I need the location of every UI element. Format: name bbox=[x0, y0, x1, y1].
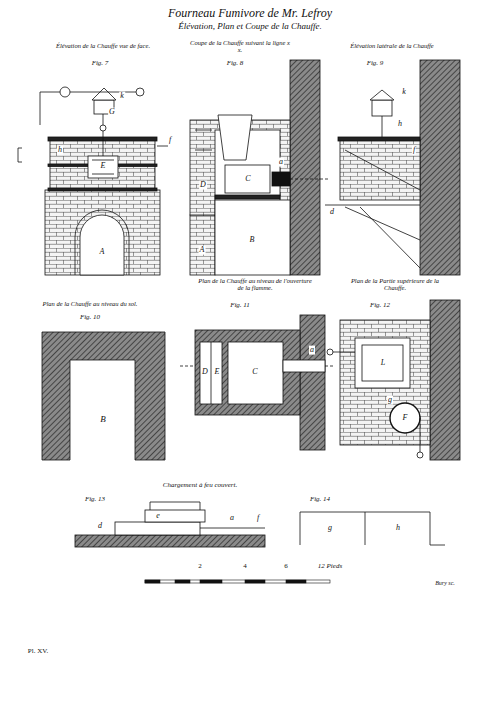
figure-caption: Plan de la Chauffe au niveau du sol. bbox=[42, 300, 139, 307]
fig-8-section bbox=[190, 60, 330, 275]
part-letter: f bbox=[256, 514, 260, 523]
subtitle: Élévation, Plan et Coupe de la Chauffe. bbox=[177, 22, 322, 32]
scale-bar bbox=[145, 580, 330, 583]
figure-number: Fig. 13 bbox=[84, 496, 106, 504]
figure-caption: Élévation latérale de la Chauffe bbox=[349, 42, 434, 49]
figure-number: Fig. 9 bbox=[366, 60, 385, 68]
part-letter: f bbox=[168, 136, 172, 145]
figure-number: Fig. 10 bbox=[79, 314, 101, 322]
part-letter: g bbox=[327, 524, 333, 533]
part-letter: B bbox=[249, 236, 256, 245]
part-letter: d bbox=[97, 522, 103, 531]
figure-number: Fig. 8 bbox=[226, 60, 245, 68]
part-letter: C bbox=[251, 368, 258, 377]
fig-9-side-elevation bbox=[325, 60, 460, 275]
figure-number: Fig. 14 bbox=[309, 496, 331, 504]
figure-caption: Plan de la Chauffe au niveau de l'ouvert… bbox=[194, 277, 316, 291]
part-letter: h bbox=[397, 120, 403, 129]
part-letter: f bbox=[412, 146, 416, 155]
part-letter: e bbox=[155, 512, 161, 521]
part-letter: E bbox=[214, 368, 221, 377]
part-letter: L bbox=[380, 359, 386, 368]
plate-title: Fourneau Fumivore de Mr. Lefroy bbox=[167, 7, 333, 20]
fig-11-flame-plan bbox=[180, 315, 335, 450]
part-letter: a bbox=[278, 158, 284, 167]
part-letter: h bbox=[395, 524, 401, 533]
fig-14-section bbox=[300, 512, 445, 545]
part-letter: A bbox=[199, 246, 206, 255]
scale-number: 4 bbox=[242, 563, 248, 571]
part-letter: a bbox=[229, 514, 235, 523]
part-letter: a bbox=[309, 346, 315, 355]
part-letter: D bbox=[199, 181, 207, 190]
figure-caption: Élévation de la Chauffe vue de face. bbox=[55, 42, 151, 49]
part-letter: g bbox=[387, 396, 393, 405]
part-letter: C bbox=[244, 175, 251, 184]
figure-caption: Chargement à feu couvert. bbox=[162, 482, 238, 490]
part-letter: k bbox=[119, 92, 125, 101]
part-letter: F bbox=[402, 414, 409, 423]
part-letter: h bbox=[57, 146, 63, 155]
part-letter: D bbox=[201, 368, 209, 377]
scale-unit: 12 Pieds bbox=[317, 563, 343, 571]
part-letter: E bbox=[100, 162, 107, 171]
plate-number: Pl. XV. bbox=[27, 648, 49, 656]
part-letter: A bbox=[99, 248, 106, 257]
figure-caption: Plan de la Partie supérieure de la Chauf… bbox=[343, 277, 448, 291]
engraver-credit: Bury sc. bbox=[434, 580, 456, 587]
fig-10-ground-plan bbox=[42, 332, 165, 460]
part-letter: k bbox=[401, 88, 407, 97]
scale-number: 6 bbox=[283, 563, 289, 571]
scale-number: 2 bbox=[197, 563, 203, 571]
figure-caption: Coupe de la Chauffe suivant la ligne x x… bbox=[189, 39, 291, 53]
figure-number: Fig. 7 bbox=[91, 60, 110, 68]
fig-12-upper-plan bbox=[327, 300, 460, 460]
part-letter: B bbox=[99, 415, 107, 425]
fig-13-covered-charging bbox=[75, 502, 265, 547]
figure-number: Fig. 12 bbox=[369, 302, 391, 310]
figure-number: Fig. 11 bbox=[229, 302, 251, 310]
fig-7-elevation bbox=[18, 87, 168, 275]
part-letter: G bbox=[108, 108, 116, 117]
part-letter: d bbox=[329, 208, 335, 217]
